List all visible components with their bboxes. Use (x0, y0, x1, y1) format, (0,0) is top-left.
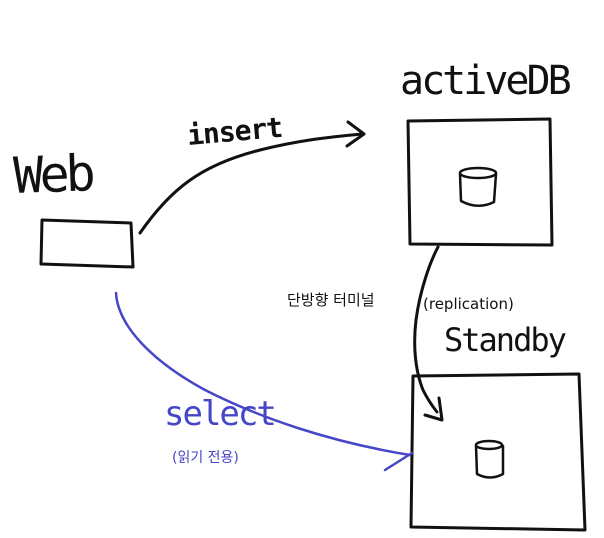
select-arrow-head (383, 451, 414, 472)
active-db-cylinder-icon (458, 166, 498, 207)
replication-arrow (413, 245, 440, 414)
active-db-label: activeDB (400, 58, 571, 104)
select-arrow (114, 291, 412, 457)
standby-box (409, 372, 587, 532)
replication-label: (replication) (423, 295, 514, 313)
one-way-terminal-label: 단방향 터미널 (287, 291, 375, 309)
standby-cylinder-icon (474, 439, 505, 479)
web-label: Web (12, 144, 94, 205)
insert-arrow (138, 132, 364, 235)
select-label: select (164, 394, 275, 434)
web-box (39, 218, 135, 269)
standby-label: Standby (444, 321, 567, 359)
insert-arrow-head (345, 120, 366, 148)
replication-arrow-head (423, 396, 444, 422)
read-only-label: (읽기 전용) (172, 450, 239, 466)
active-db-box (406, 117, 554, 247)
insert-label: insert (186, 111, 284, 152)
